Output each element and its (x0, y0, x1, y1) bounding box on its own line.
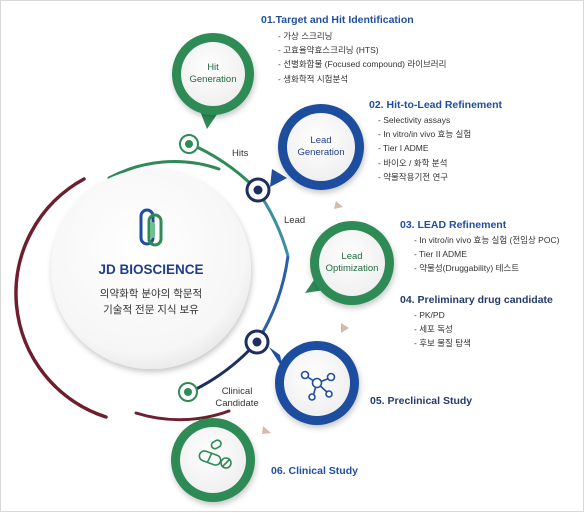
stage-06-title: 06. Clinical Study (271, 465, 358, 477)
milestone-clinical-dot (178, 382, 198, 402)
molecule-icon (300, 370, 336, 401)
capsule-icon (198, 439, 232, 469)
stage-item: In vitro/in vivo 효능 실험 (378, 127, 471, 141)
stage-01-title: 01.Target and Hit Identification (261, 14, 414, 26)
stage-03-list: In vitro/in vivo 효능 실험 (전임상 POC)Tier II … (414, 233, 559, 276)
stage-item: Tier II ADME (414, 247, 559, 261)
label-line: Hit (207, 62, 219, 73)
milestone-mid-dot (244, 329, 270, 355)
arrow-marker-4 (262, 426, 271, 434)
brand-name: JD BIOSCIENCE (98, 262, 203, 277)
outer-arc-bottom (134, 409, 231, 422)
stage-04-list: PK/PD세포 독성후보 물질 탐색 (414, 308, 471, 351)
stage-item: Selectivity assays (378, 113, 471, 127)
stage-item: 가상 스크리닝 (278, 29, 446, 43)
stage-item: 후보 물질 탐색 (414, 336, 471, 350)
label-line: Generation (189, 74, 236, 85)
stage-item: Tier I ADME (378, 141, 471, 155)
label-line: Lead (341, 251, 362, 262)
stage-02-list: Selectivity assaysIn vitro/in vivo 효능 실험… (378, 113, 471, 184)
brand-logo-icon (139, 208, 163, 247)
stage-04-title: 04. Preliminary drug candidate (400, 294, 553, 306)
stage-05-title: 05. Preclinical Study (370, 395, 473, 407)
stage-item: 고효율약효스크리닝 (HTS) (278, 43, 446, 57)
arrow-marker-3 (341, 323, 349, 333)
brand-circle (51, 169, 251, 369)
pipeline-arc-blue (255, 255, 290, 343)
label-line: Lead (310, 135, 331, 146)
node-clinical (171, 418, 255, 502)
label-line: Generation (297, 147, 344, 158)
stage-item: 바이오 / 화학 분석 (378, 156, 471, 170)
stage-item: 세포 독성 (414, 322, 471, 336)
stage-item: PK/PD (414, 308, 471, 322)
milestone-lead-label: Lead (284, 215, 305, 226)
stage-item: 생화학적 시험분석 (278, 72, 446, 86)
label-line: Clinical (222, 386, 253, 397)
brand-tagline-1: 의약화학 분야의 학문적 (100, 287, 202, 300)
stage-item: 선별화합물 (Focused compound) 라이브러리 (278, 57, 446, 71)
label-line: Optimization (326, 263, 379, 274)
outer-arc-left (14, 177, 108, 419)
stage-item: In vitro/in vivo 효능 실험 (전임상 POC) (414, 233, 559, 247)
stage-01-list: 가상 스크리닝고효율약효스크리닝 (HTS)선별화합물 (Focused com… (278, 29, 446, 86)
stage-02-title: 02. Hit-to-Lead Refinement (369, 99, 503, 111)
outer-arc-top (107, 160, 221, 180)
stage-03-title: 03. LEAD Refinement (400, 219, 507, 231)
milestone-hits-label: Hits (232, 148, 249, 159)
milestone-lead-dot (245, 177, 271, 203)
arrow-marker-2 (334, 201, 343, 209)
brand-tagline-2: 기술적 전문 지식 보유 (103, 304, 199, 316)
stage-item: 약물성(Druggability) 테스트 (414, 261, 559, 275)
stage-item: 약물작용기전 연구 (378, 170, 471, 184)
milestone-hits-dot (179, 134, 199, 154)
node-preclinical (269, 341, 359, 425)
label-line: Candidate (215, 398, 258, 409)
